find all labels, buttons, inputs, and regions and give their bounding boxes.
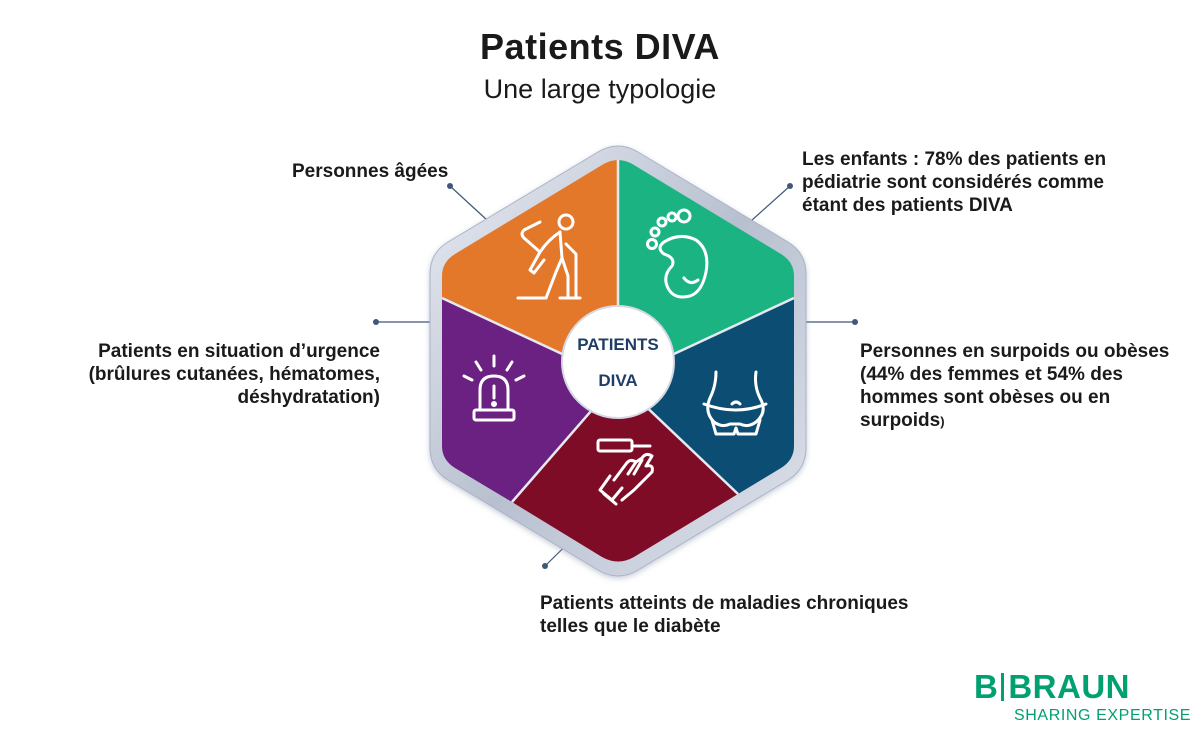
label-overweight-line: Personnes en surpoids ou obèses: [860, 341, 1170, 362]
logo-divider: [1001, 673, 1005, 701]
label-emergency: Patients en situation d’urgence (brûlure…: [60, 340, 380, 409]
label-emergency-line: Patients en situation d’urgence: [98, 341, 380, 362]
insulin-pen-hand-icon: [596, 438, 654, 506]
label-overweight-line: hommes sont obèses ou en: [860, 387, 1111, 408]
footprint-icon: [646, 208, 709, 299]
connector-dot-chronic: [542, 563, 548, 569]
label-overweight-line: surpoids): [860, 409, 1169, 433]
label-elderly: Personnes âgées: [292, 160, 448, 183]
label-chronic-line: Patients atteints de maladies chroniques: [540, 593, 909, 614]
connector-dot-elderly: [447, 183, 453, 189]
center-circle: [561, 305, 675, 419]
label-children-line: Les enfants : 78% des patients en: [802, 149, 1107, 170]
label-overweight-line: (44% des femmes et 54% des: [860, 364, 1123, 385]
logo-tagline: SHARING EXPERTISE: [1014, 707, 1192, 724]
page-title: Patients DIVA: [480, 26, 720, 67]
label-overweight-last: surpoids: [860, 410, 941, 431]
label-chronic: Patients atteints de maladies chroniques…: [540, 592, 909, 638]
page-subtitle: Une large typologie: [483, 74, 717, 104]
belly-icon: [702, 370, 768, 436]
center-label-line2: DIVA: [598, 371, 637, 390]
logo-letter-b: B: [974, 668, 999, 705]
segment-chronic: [512, 380, 738, 562]
label-children-line: pédiatrie sont considérés comme: [802, 172, 1104, 193]
logo-braun: BRAUN: [1008, 668, 1131, 705]
connector-dot-children: [787, 183, 793, 189]
segment-emergency: [442, 298, 618, 502]
label-emergency-line: (brûlures cutanées, hématomes,: [88, 364, 380, 385]
label-children: Les enfants : 78% des patients en pédiat…: [802, 148, 1106, 217]
segment-overweight: [618, 298, 794, 494]
label-overweight-tail: ): [940, 414, 945, 429]
connector-dot-emergency: [373, 319, 379, 325]
label-emergency-line: déshydratation): [237, 387, 380, 408]
label-chronic-line: telles que le diabète: [540, 616, 721, 637]
emergency-siren-icon: [462, 354, 526, 422]
label-elderly-line: Personnes âgées: [292, 161, 449, 182]
elderly-person-icon: [516, 213, 582, 300]
connector-dot-overweight: [852, 319, 858, 325]
center-label-line1: PATIENTS: [577, 335, 659, 354]
label-overweight: Personnes en surpoids ou obèses (44% des…: [860, 340, 1169, 433]
label-children-line: étant des patients DIVA: [802, 195, 1013, 216]
